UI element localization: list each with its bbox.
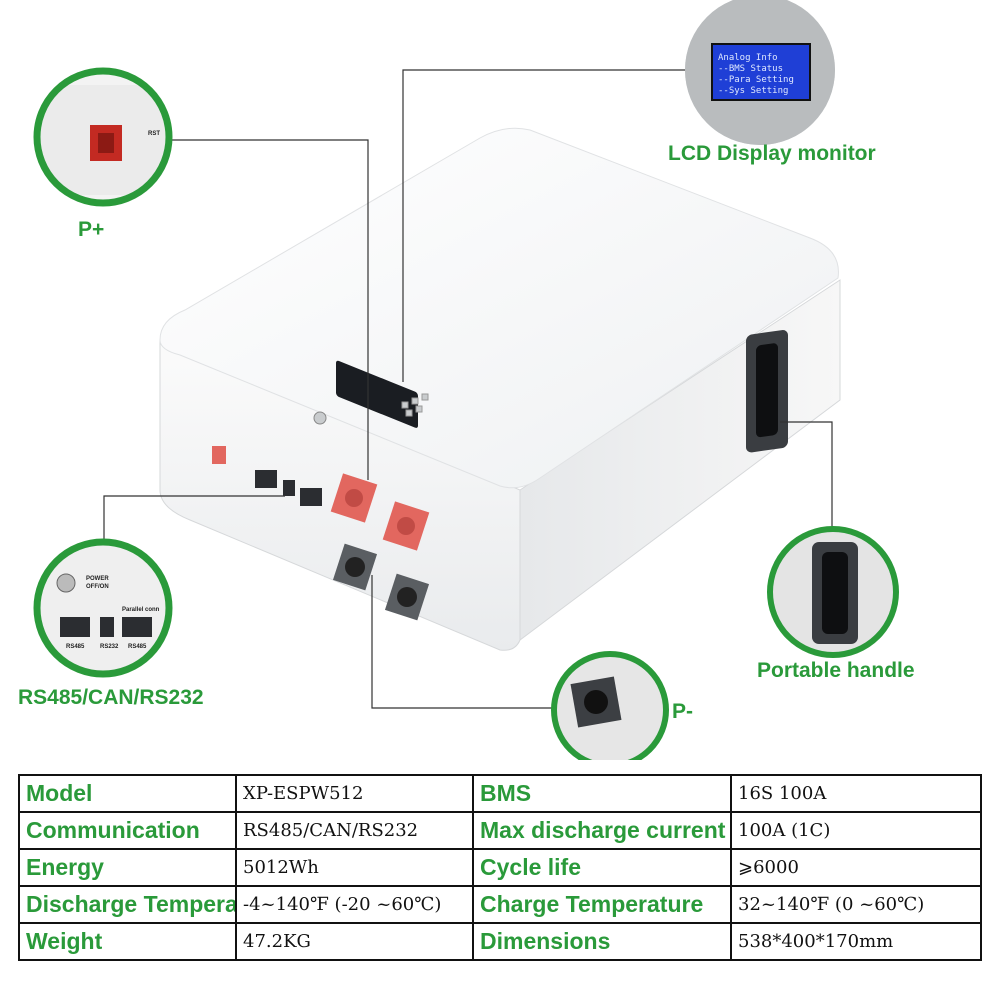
- handle-label: Portable handle: [757, 659, 915, 682]
- battery-body: [159, 127, 841, 651]
- lcd-callout-image: Analog Info --BMS Status --Para Setting …: [685, 0, 835, 145]
- svg-text:RST: RST: [148, 131, 160, 137]
- lcd-line-3: --Para Setting: [718, 75, 794, 85]
- p-plus-label: P+: [78, 218, 105, 241]
- p-minus-label: P-: [672, 700, 693, 723]
- spec-value: 47.2KG: [235, 922, 474, 961]
- handle-callout-image: [767, 526, 899, 658]
- parallel-label: Parallel conn: [122, 607, 160, 613]
- spec-value: 32~140℉ (0 ~60℃): [730, 885, 982, 924]
- lcd-label: LCD Display monitor: [668, 142, 876, 165]
- p-plus-callout-image: RST: [33, 67, 173, 207]
- lcd-line-2: --BMS Status: [718, 64, 783, 74]
- table-row: Discharge Temperature -4~140℉ (-20 ~60℃)…: [18, 885, 982, 924]
- lcd-line-1: Analog Info: [718, 53, 778, 63]
- spec-key: Model: [18, 774, 237, 813]
- table-row: Energy 5012Wh Cycle life ⩾6000: [18, 848, 982, 887]
- spec-key: Communication: [18, 811, 237, 850]
- spec-value: RS485/CAN/RS232: [235, 811, 474, 850]
- rs485-a-label: RS485: [66, 644, 85, 650]
- spec-key: BMS: [472, 774, 732, 813]
- spec-value: XP-ESPW512: [235, 774, 474, 813]
- spec-key: Dimensions: [472, 922, 732, 961]
- spec-key: Max discharge current: [472, 811, 732, 850]
- spec-value: 16S 100A: [730, 774, 982, 813]
- spec-key: Weight: [18, 922, 237, 961]
- spec-key: Discharge Temperature: [18, 885, 237, 924]
- leader-lines: [103, 69, 833, 709]
- power-label: POWER: [86, 576, 109, 582]
- spec-key: Charge Temperature: [472, 885, 732, 924]
- spec-table: Model XP-ESPW512 BMS 16S 100A Communicat…: [18, 774, 982, 961]
- product-illustration: RST Analog Info --BMS Status --Para Sett…: [18, 0, 915, 769]
- spec-value: 538*400*170mm: [730, 922, 982, 961]
- spec-key: Energy: [18, 848, 237, 887]
- spec-value: 100A (1C): [730, 811, 982, 850]
- rs485-b-label: RS485: [128, 644, 147, 650]
- rs232-label: RS232: [100, 644, 119, 650]
- lcd-line-4: --Sys Setting: [718, 86, 788, 96]
- spec-value: 5012Wh: [235, 848, 474, 887]
- off-on-label: OFF/ON: [86, 584, 109, 590]
- rs485-label: RS485/CAN/RS232: [18, 686, 204, 709]
- p-minus-callout-image: [551, 651, 669, 769]
- battery-svg: RST Analog Info --BMS Status --Para Sett…: [33, 0, 899, 769]
- spec-value: -4~140℉ (-20 ~60℃): [235, 885, 474, 924]
- table-row: Model XP-ESPW512 BMS 16S 100A: [18, 774, 982, 813]
- table-row: Weight 47.2KG Dimensions 538*400*170mm: [18, 922, 982, 961]
- ports-callout-image: POWER OFF/ON Parallel conn RS485 RS232 R…: [33, 538, 173, 678]
- spec-key: Cycle life: [472, 848, 732, 887]
- table-row: Communication RS485/CAN/RS232 Max discha…: [18, 811, 982, 850]
- spec-value: ⩾6000: [730, 848, 982, 887]
